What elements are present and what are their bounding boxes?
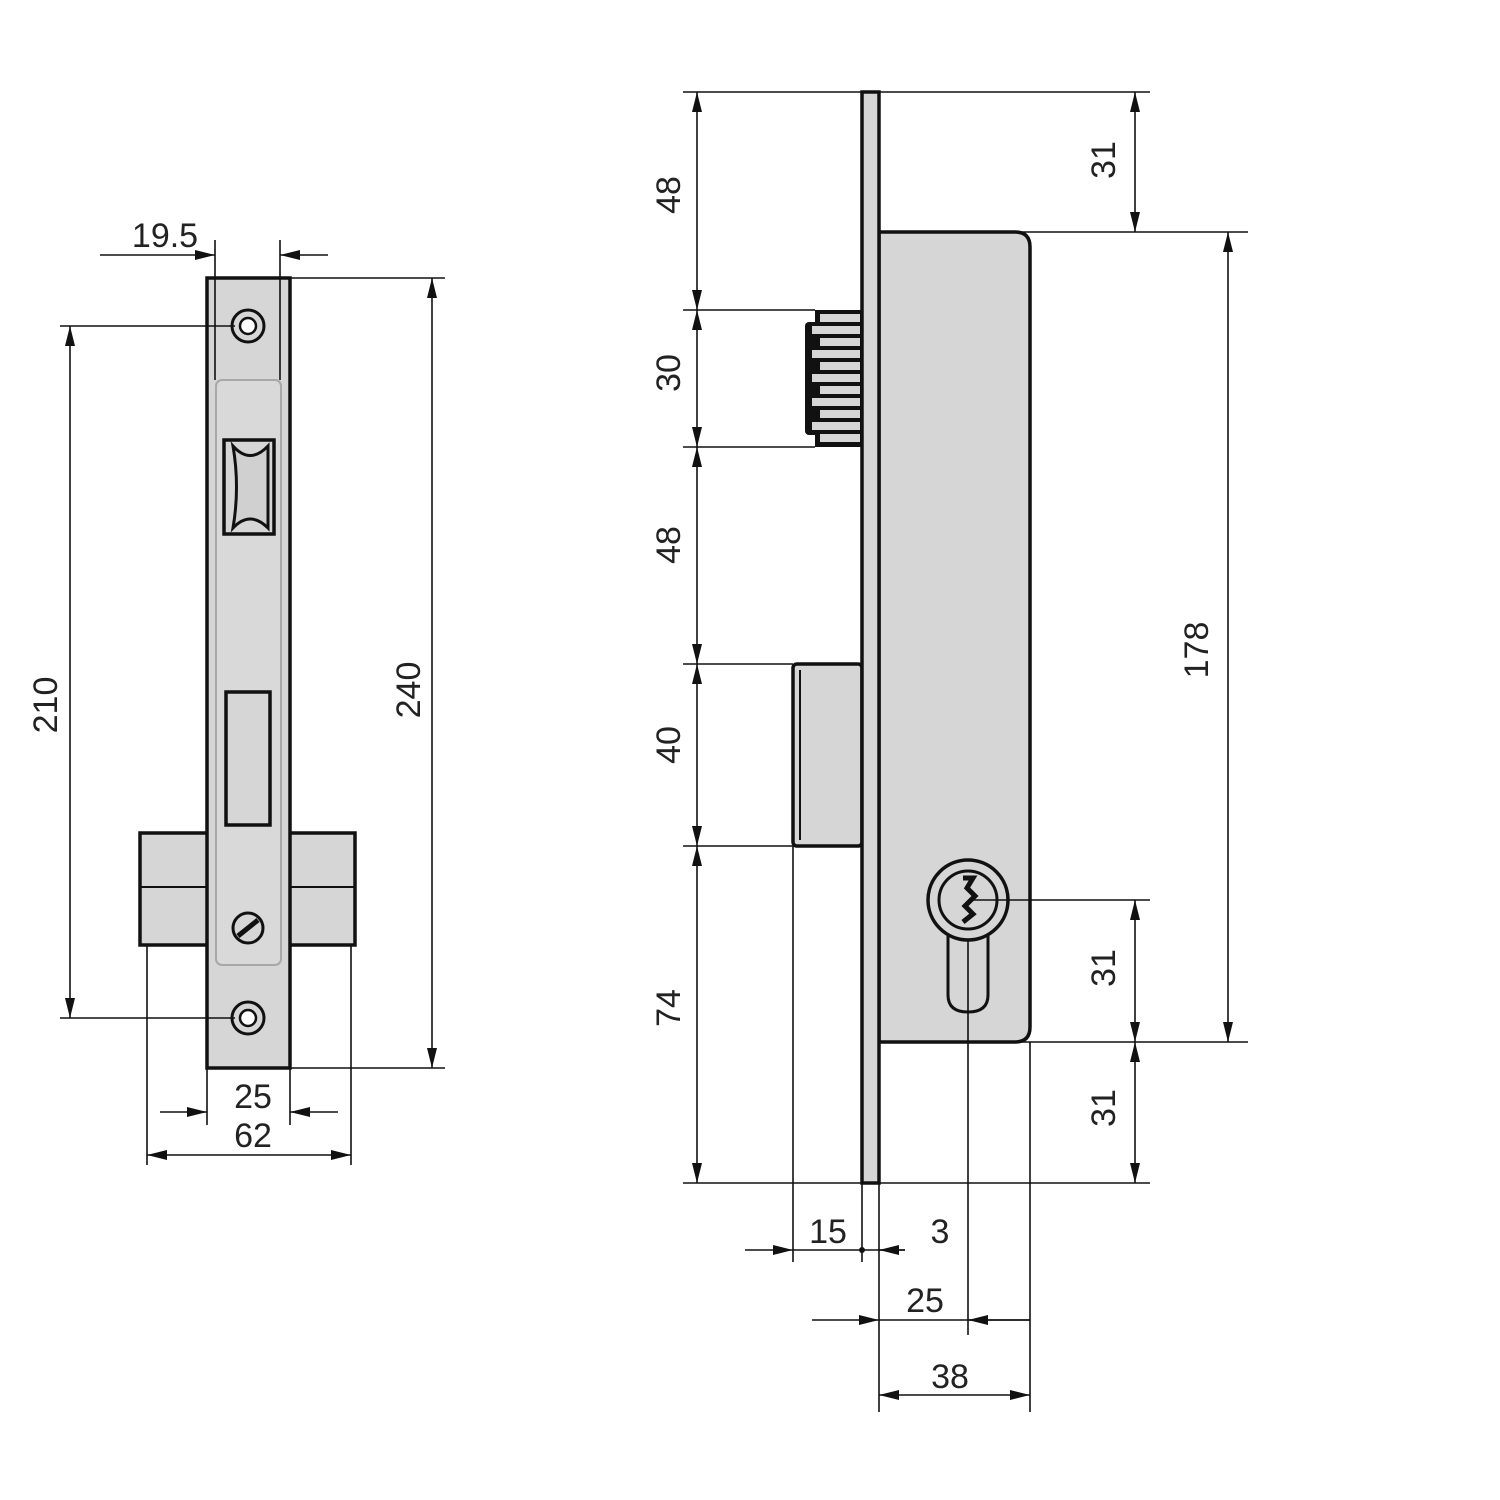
dim-label: 40	[650, 726, 688, 764]
dim-label: 31	[1085, 949, 1123, 987]
dim-label: 31	[1085, 141, 1123, 179]
latch-front	[222, 438, 276, 536]
dim-label: 178	[1178, 622, 1216, 679]
dim-label: 19.5	[132, 217, 198, 255]
dim-label: 210	[27, 677, 65, 734]
dim-label: 25	[234, 1078, 272, 1116]
dim-label: 48	[650, 526, 688, 564]
dim-label: 15	[809, 1213, 847, 1251]
dims-bottom: 15 3 25 38	[745, 846, 1031, 1412]
latch-teeth	[805, 310, 862, 447]
dim-240: 240	[290, 277, 445, 1069]
dim-label: 240	[390, 662, 428, 719]
dim-19-5: 19.5	[100, 217, 328, 380]
dim-label: 30	[650, 354, 688, 392]
bottom-screw-hole-icon	[230, 1000, 266, 1036]
dim-label: 62	[234, 1117, 272, 1155]
slotted-screw-icon	[231, 911, 265, 945]
dim-62: 62	[146, 945, 352, 1165]
dim-label: 38	[931, 1358, 969, 1396]
dim-label: 3	[931, 1213, 950, 1251]
dims-left-column: 48 30 48 40 74	[650, 91, 1150, 1184]
lock-case	[877, 230, 1032, 1044]
top-screw-hole-icon	[230, 308, 266, 344]
dim-25-front: 25	[160, 1068, 338, 1125]
dim-label: 25	[906, 1282, 944, 1320]
side-view: 48 30 48 40 74 31 178 31 31	[650, 90, 1248, 1412]
bolt-slot-front	[224, 690, 272, 827]
dims-right-column: 31 178 31 31	[968, 92, 1248, 1183]
deadbolt-side	[791, 662, 864, 848]
dim-label: 31	[1085, 1089, 1123, 1127]
dim-label: 48	[650, 176, 688, 214]
front-view: 19.5 240 210 25	[27, 217, 445, 1165]
dim-label: 74	[650, 989, 688, 1027]
faceplate-side	[860, 90, 881, 1185]
dim-210: 210	[27, 325, 235, 1019]
